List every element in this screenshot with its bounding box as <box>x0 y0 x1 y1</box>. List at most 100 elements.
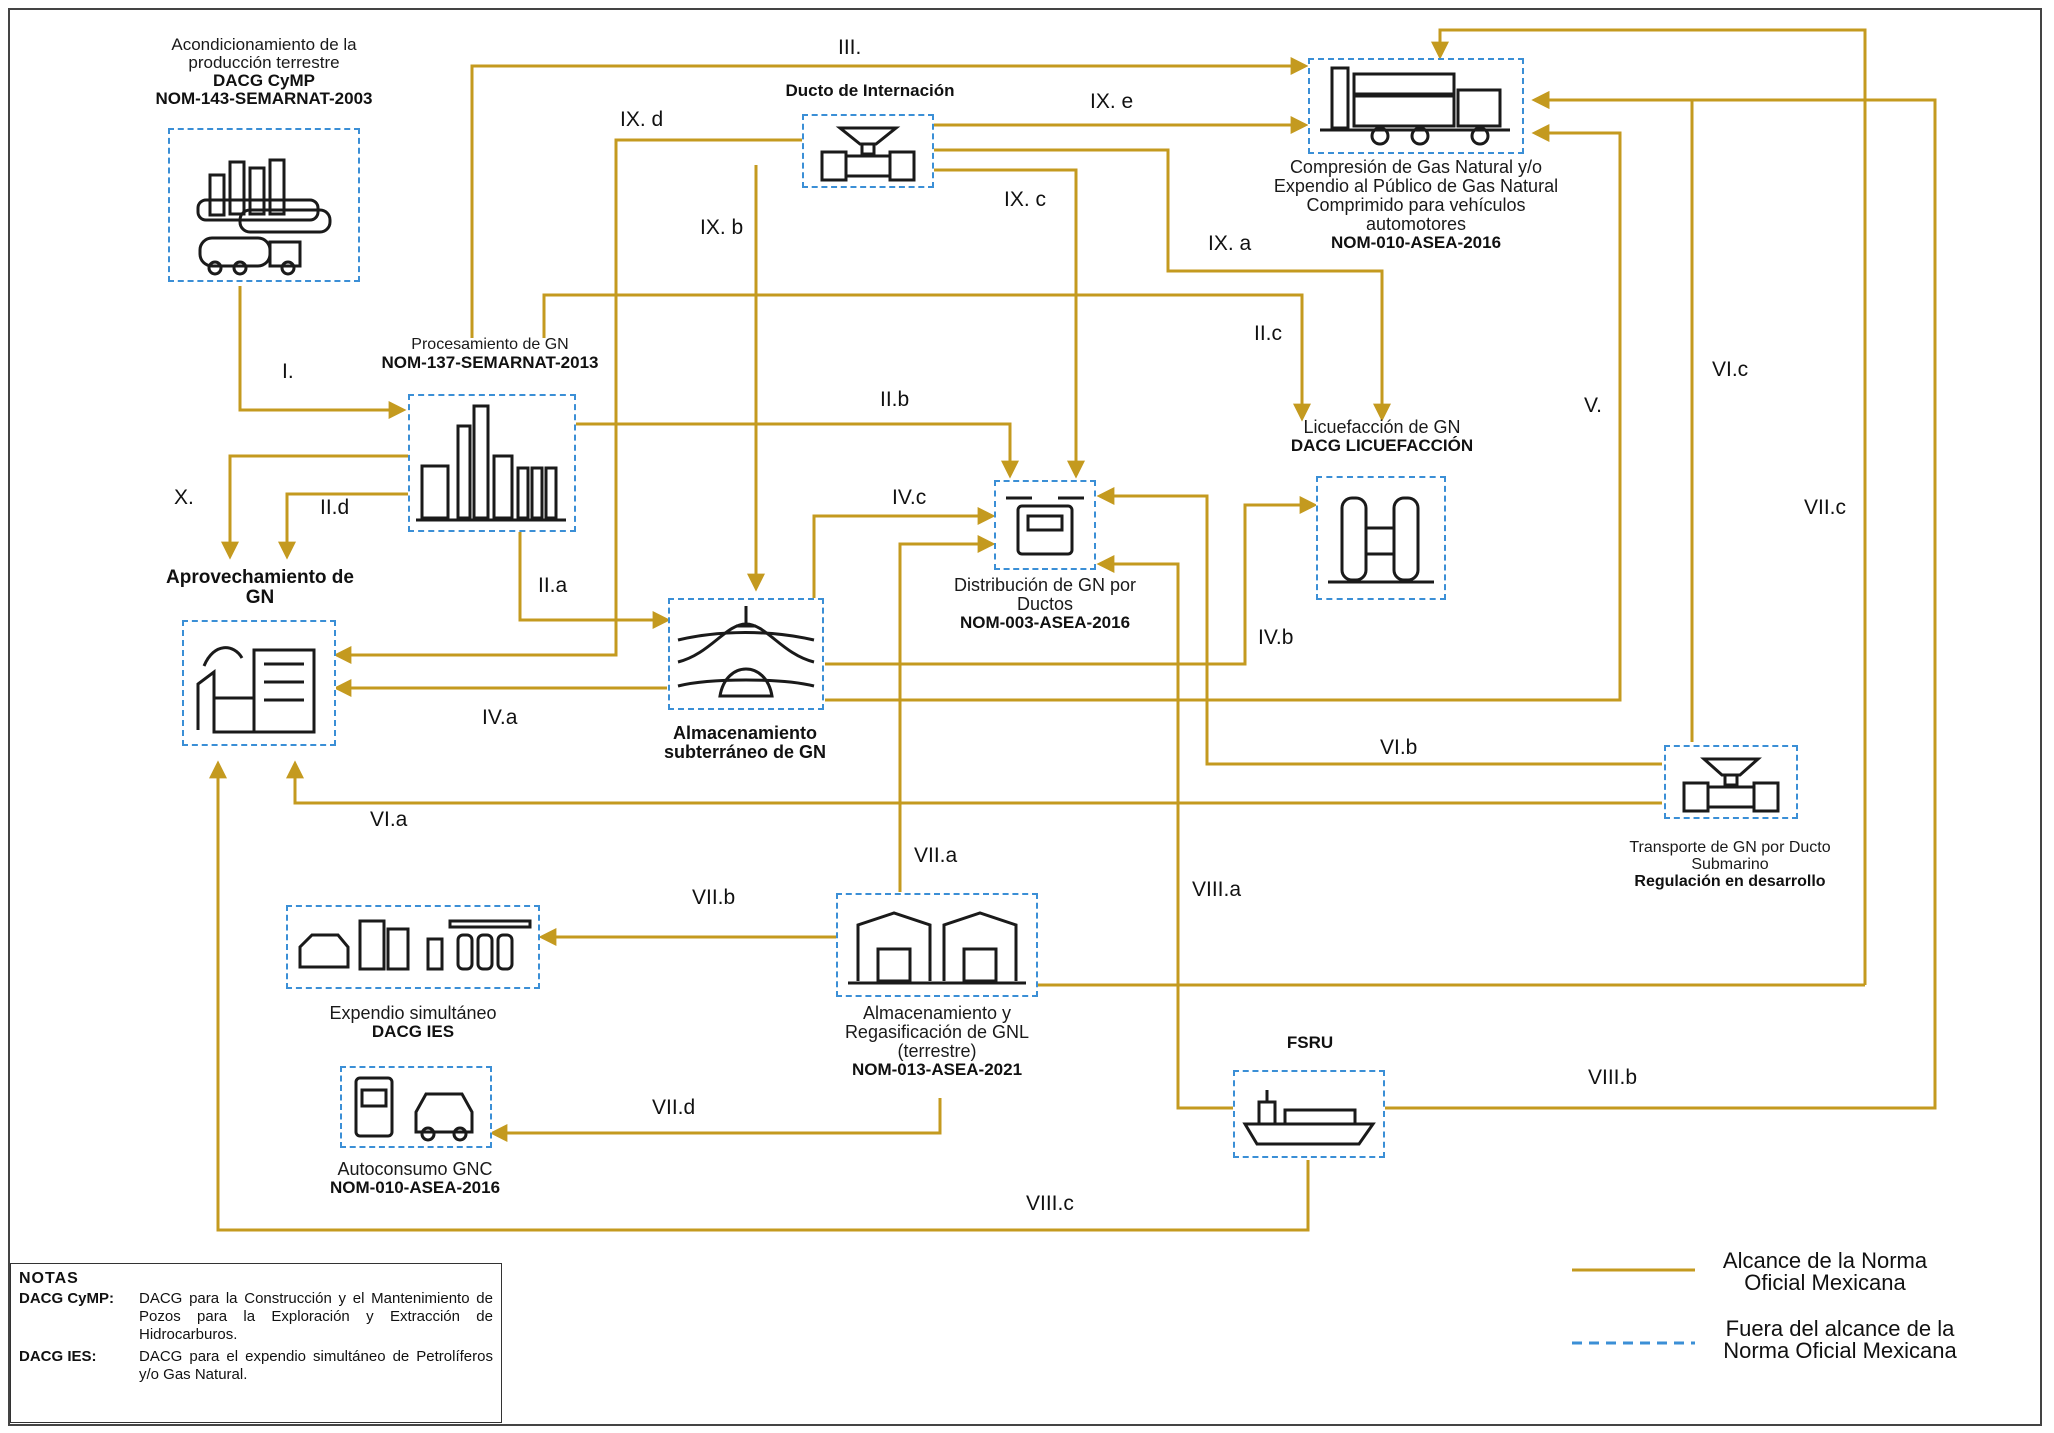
code-VIc: VI.c <box>1712 358 1749 381</box>
code-IIb: II.b <box>880 388 910 411</box>
subsea-valve-icon <box>1682 757 1780 813</box>
legend-out-scope: Fuera del alcance de la Norma Oficial Me… <box>1723 1316 1957 1363</box>
liquefaction-tower-icon <box>1328 496 1434 584</box>
flow-IId <box>278 492 412 560</box>
distribution-box <box>994 480 1096 570</box>
flow-X <box>221 454 412 560</box>
code-VIb: VI.b <box>1380 736 1418 759</box>
code-VIIIc: VIII.c <box>1026 1192 1074 1215</box>
use-title: Aprovechamiento de GN <box>166 567 354 608</box>
use-box <box>182 620 336 746</box>
notes-value: DACG para la Construcción y el Mantenimi… <box>139 1290 493 1343</box>
flow-IIb <box>574 422 1019 479</box>
flow-IXc <box>932 168 1085 479</box>
cng-dispenser-icon <box>354 1076 474 1142</box>
lng-storage-regulation: NOM-013-ASEA-2021 <box>851 1059 1023 1079</box>
flow-IVc <box>812 507 996 600</box>
code-IXd: IX. d <box>620 108 664 131</box>
subsea-title: Transporte de GN por Ducto Submarino <box>1629 839 1831 873</box>
liquefaction-regulation: DACG LICUEFACCIÓN <box>1290 435 1474 455</box>
code-VIIb: VII.b <box>692 886 736 909</box>
upstream-regulation-2: NOM-143-SEMARNAT-2003 <box>155 88 373 108</box>
notes-panel: NOTAS DACG CyMP: DACG para la Construcci… <box>10 1263 502 1423</box>
flow-VIIIa <box>1096 555 1233 1110</box>
underground-storage-icon <box>677 606 815 698</box>
code-IVa: IV.a <box>482 706 518 729</box>
flow-IVb <box>825 496 1318 666</box>
subsea-label: Transporte de GN por Ducto Submarino Reg… <box>1600 839 1860 890</box>
subsea-regulation: Regulación en desarrollo <box>1634 872 1826 890</box>
simultaneous-title: Expendio simultáneo <box>329 1003 497 1023</box>
lng-storage-label: Almacenamiento y Regasificación de GNL (… <box>806 1004 1068 1079</box>
code-V: V. <box>1584 394 1602 417</box>
pipeline-valve-icon <box>820 126 916 182</box>
simultaneous-regulation: DACG IES <box>371 1021 455 1041</box>
fsru-ship-icon <box>1242 1090 1376 1146</box>
simultaneous-label: Expendio simultáneo DACG IES <box>286 1004 540 1041</box>
flow-VIIa <box>898 535 996 892</box>
code-IXb: IX. b <box>700 216 744 239</box>
self-cng-title: Autoconsumo GNC <box>337 1159 493 1179</box>
code-III: III. <box>838 36 862 59</box>
processing-title: Procesamiento de GN <box>411 336 569 353</box>
flow-IXd <box>333 138 802 664</box>
flow-VIIc <box>1431 28 1867 985</box>
fsru-label: FSRU <box>1260 1034 1360 1052</box>
code-IVc: IV.c <box>892 486 927 509</box>
liquefaction-box <box>1316 476 1446 600</box>
liquefaction-label: Licuefacción de GN DACG LICUEFACCIÓN <box>1262 418 1502 455</box>
factory-icon <box>196 646 316 734</box>
cng-box <box>1308 58 1524 154</box>
gas-meter-icon <box>1006 496 1084 556</box>
flow-IIc <box>542 293 1311 422</box>
flow-IXa <box>932 148 1391 422</box>
flow-VIIIc <box>209 760 1310 1232</box>
use-label: Aprovechamiento de GN <box>150 568 370 608</box>
flow-V <box>825 124 1622 702</box>
liquefaction-title: Licuefacción de GN <box>1303 417 1461 437</box>
code-IVb: IV.b <box>1258 626 1294 649</box>
self-cng-regulation: NOM-010-ASEA-2016 <box>329 1177 501 1197</box>
code-VIIIb: VIII.b <box>1588 1066 1638 1089</box>
processing-label: Procesamiento de GN NOM-137-SEMARNAT-201… <box>350 336 630 372</box>
fsru-title: FSRU <box>1286 1033 1334 1052</box>
lng-storage-title: Almacenamiento y Regasificación de GNL (… <box>844 1003 1030 1061</box>
flow-VIb <box>1096 487 1662 766</box>
underground-title: Almacenamiento subterráneo de GN <box>663 723 827 762</box>
code-I: I. <box>282 360 294 383</box>
code-X: X. <box>174 486 194 509</box>
processing-plant-icon <box>416 404 566 522</box>
cng-title: Compresión de Gas Natural y/o Expendio a… <box>1273 157 1559 234</box>
lng-storage-box <box>836 893 1038 997</box>
flow-I <box>238 286 407 419</box>
notes-item: DACG CyMP: DACG para la Construcción y e… <box>19 1290 493 1344</box>
upstream-regulation-1: DACG CyMP <box>212 70 315 90</box>
flow-VIId <box>489 1098 942 1142</box>
code-IId: II.d <box>320 496 350 519</box>
flow-III <box>470 57 1309 338</box>
self-cng-box <box>340 1066 492 1148</box>
distribution-label: Distribución de GN por Ductos NOM-003-AS… <box>940 576 1150 632</box>
import-pipeline-label: Ducto de Internación <box>760 82 980 100</box>
subsea-box <box>1664 745 1798 819</box>
cng-truck-icon <box>1320 66 1510 146</box>
underground-box <box>668 598 824 710</box>
notes-key: DACG CyMP: <box>19 1290 115 1307</box>
distribution-title: Distribución de GN por Ductos <box>953 575 1137 614</box>
diagram-frame <box>8 8 2042 1426</box>
code-IIa: II.a <box>538 574 568 597</box>
import-pipeline-box <box>802 114 934 188</box>
self-cng-label: Autoconsumo GNC NOM-010-ASEA-2016 <box>290 1160 540 1197</box>
upstream-label: Acondicionamiento de la producción terre… <box>128 36 400 107</box>
notes-item: DACG IES: DACG para el expendio simultán… <box>19 1348 493 1384</box>
fsru-box <box>1233 1070 1385 1158</box>
underground-label: Almacenamiento subterráneo de GN <box>640 724 850 762</box>
code-IXa: IX. a <box>1208 232 1252 255</box>
lng-storage-icon <box>848 911 1026 985</box>
fuel-station-icon <box>298 919 532 971</box>
import-pipeline-title: Ducto de Internación <box>785 81 955 100</box>
simultaneous-box <box>286 905 540 989</box>
upstream-box <box>168 128 360 282</box>
flow-VIIIb <box>1383 91 1937 1110</box>
